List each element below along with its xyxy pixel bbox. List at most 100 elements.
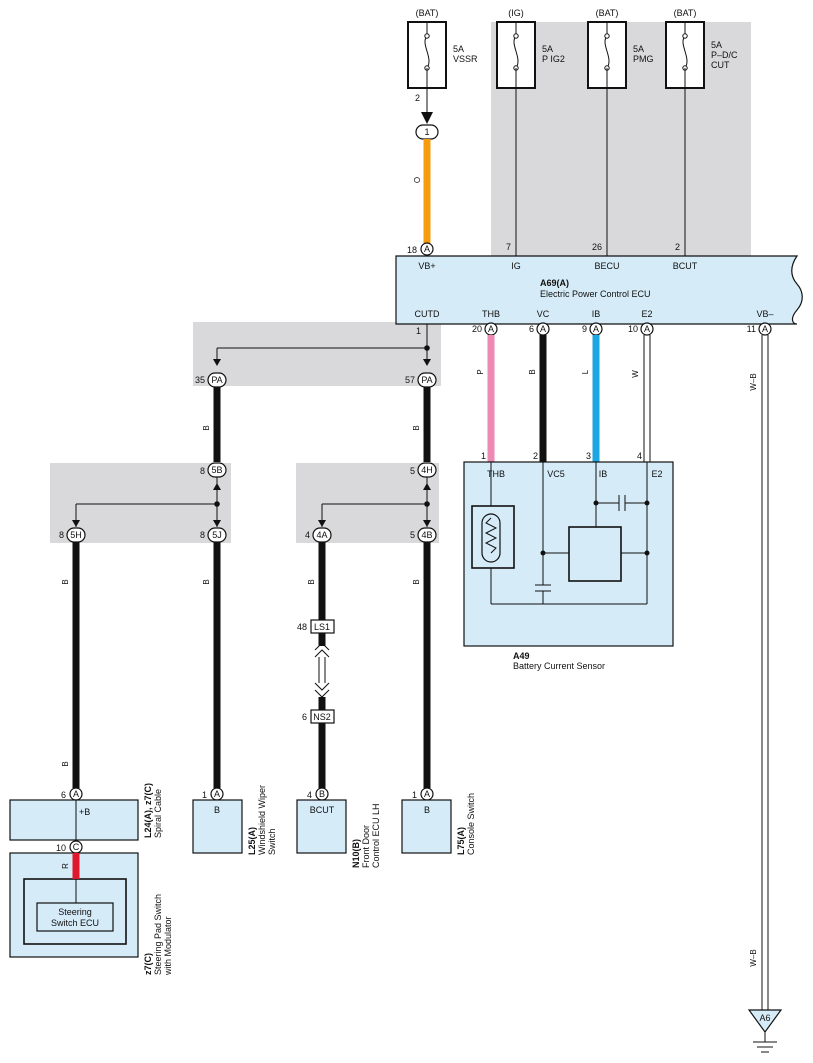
svg-text:Windshield Wiper: Windshield Wiper: [257, 785, 267, 855]
svg-text:BCUT: BCUT: [310, 805, 335, 815]
sensor-internal-circuit: [471, 462, 650, 605]
connector-4h: 5 4H: [410, 462, 437, 478]
arrow-down-icon: [423, 359, 431, 366]
fuse-vssr-pin: 2: [415, 93, 420, 103]
svg-text:Front Door: Front Door: [361, 825, 371, 868]
svg-text:IB: IB: [592, 309, 601, 319]
svg-text:20: 20: [472, 324, 482, 334]
wire-label-red: R: [61, 863, 70, 869]
wire-label-pink: P: [476, 369, 485, 374]
svg-text:8: 8: [200, 466, 205, 476]
sensor-name: Battery Current Sensor: [513, 661, 605, 671]
svg-text:C: C: [73, 842, 80, 852]
arrow-down-icon: [318, 520, 326, 527]
svg-text:6: 6: [302, 712, 307, 722]
fuse-pdc-rating: 5A: [711, 40, 722, 50]
fuse-vssr: (BAT) 5A VSSR 2: [407, 8, 478, 103]
arrow-down-icon: [213, 520, 221, 527]
connector-5j: 8 5J: [200, 527, 227, 543]
svg-text:1: 1: [424, 127, 429, 137]
fuse-pig2-name: P IG2: [542, 54, 565, 64]
svg-text:A: A: [593, 324, 599, 334]
svg-text:VB+: VB+: [418, 261, 435, 271]
arrow-up-icon: [423, 483, 431, 490]
fuse-pig2-rating: 5A: [542, 44, 553, 54]
fuse-pdc-name2: CUT: [711, 60, 730, 70]
wire-wb: [761, 335, 769, 1010]
svg-text:BECU: BECU: [594, 261, 619, 271]
svg-text:10: 10: [56, 843, 66, 853]
svg-text:26: 26: [592, 242, 602, 252]
sensor-label-ib: IB: [599, 469, 608, 479]
sensor-pin-3-num: 3: [586, 451, 591, 461]
svg-text:5H: 5H: [70, 530, 82, 540]
svg-text:Steering: Steering: [58, 907, 92, 917]
svg-text:VB–: VB–: [756, 309, 773, 319]
svg-text:5: 5: [410, 466, 415, 476]
fuse-pig2-source: (IG): [508, 8, 524, 18]
connector-4a: 4 4A: [305, 527, 332, 543]
wire-label-b-5j: B: [202, 579, 211, 584]
svg-text:B: B: [424, 805, 430, 815]
svg-text:A: A: [214, 789, 220, 799]
svg-text:10: 10: [628, 324, 638, 334]
svg-text:LS1: LS1: [314, 622, 330, 632]
svg-text:4: 4: [305, 530, 310, 540]
sensor-label-e2: E2: [651, 469, 662, 479]
component-windshield-wiper-switch: 1 A B L25(A) Windshield Wiper Switch: [192, 785, 277, 855]
sensor-pin-2-num: 2: [533, 451, 538, 461]
svg-text:with Modulator: with Modulator: [163, 916, 173, 976]
svg-text:CUTD: CUTD: [415, 309, 440, 319]
svg-text:Steering Pad Switch: Steering Pad Switch: [153, 894, 163, 975]
svg-text:5J: 5J: [212, 530, 222, 540]
ecu-box: [395, 255, 803, 325]
svg-text:A: A: [73, 789, 79, 799]
thermistor-icon: [481, 513, 501, 563]
connector-4b: 5 4B: [410, 527, 437, 543]
ecu-pin-becu: 26 BECU: [592, 242, 620, 271]
svg-text:z7(C): z7(C): [143, 953, 153, 975]
ecu-pin-cutd: CUTD 1: [415, 309, 440, 336]
svg-text:5B: 5B: [211, 465, 222, 475]
connector-pa-35: 35 PA: [195, 372, 227, 388]
wire-label-b-5h: B: [61, 579, 70, 584]
svg-text:8: 8: [59, 530, 64, 540]
svg-text:57: 57: [405, 375, 415, 385]
svg-text:B: B: [319, 789, 325, 799]
ecu-pin-vb-plus: 18 A VB+: [407, 242, 436, 271]
ecu-code: A69(A): [540, 278, 569, 288]
fuse-vssr-name: VSSR: [453, 54, 478, 64]
svg-text:L25(A): L25(A): [247, 827, 257, 855]
component-steering-pad-switch: R Steering Switch ECU z7(C) Steering Pad…: [9, 852, 173, 976]
sensor-code: A49: [513, 651, 530, 661]
svg-text:35: 35: [195, 375, 205, 385]
svg-text:B: B: [214, 805, 220, 815]
svg-text:8: 8: [200, 530, 205, 540]
component-console-switch: 1 A B L75(A) Console Switch: [401, 787, 476, 855]
wire-label-white: W: [631, 370, 640, 378]
steering-switch-ecu: [36, 902, 114, 932]
svg-text:+B: +B: [79, 807, 90, 817]
svg-text:Switch: Switch: [267, 828, 277, 855]
wire-label-blue: L: [581, 369, 590, 374]
svg-text:7: 7: [506, 242, 511, 252]
connector-joint-icon: [314, 642, 330, 658]
arrow-down-icon: [213, 359, 221, 366]
svg-text:Console Switch: Console Switch: [466, 793, 476, 855]
ecu-pin-e2: E2 10 A: [628, 309, 654, 336]
fuse-pdc-cut: (BAT) 5A P–D/C CUT: [665, 8, 738, 89]
svg-text:A: A: [424, 244, 430, 254]
arrow-down-icon: [72, 520, 80, 527]
connector-5h: 8 5H: [59, 527, 86, 543]
svg-text:9: 9: [582, 324, 587, 334]
wire-label-b-pa35: B: [202, 425, 211, 430]
fuse-pdc-name: P–D/C: [711, 50, 738, 60]
svg-text:4A: 4A: [316, 530, 327, 540]
sensor-pin-4-num: 4: [637, 451, 642, 461]
svg-text:1: 1: [202, 790, 207, 800]
wire-label-black-vc: B: [528, 369, 537, 374]
svg-text:A: A: [644, 324, 650, 334]
svg-text:11: 11: [747, 324, 756, 334]
svg-text:48: 48: [297, 622, 307, 632]
sensor-pin-1-num: 1: [481, 451, 486, 461]
